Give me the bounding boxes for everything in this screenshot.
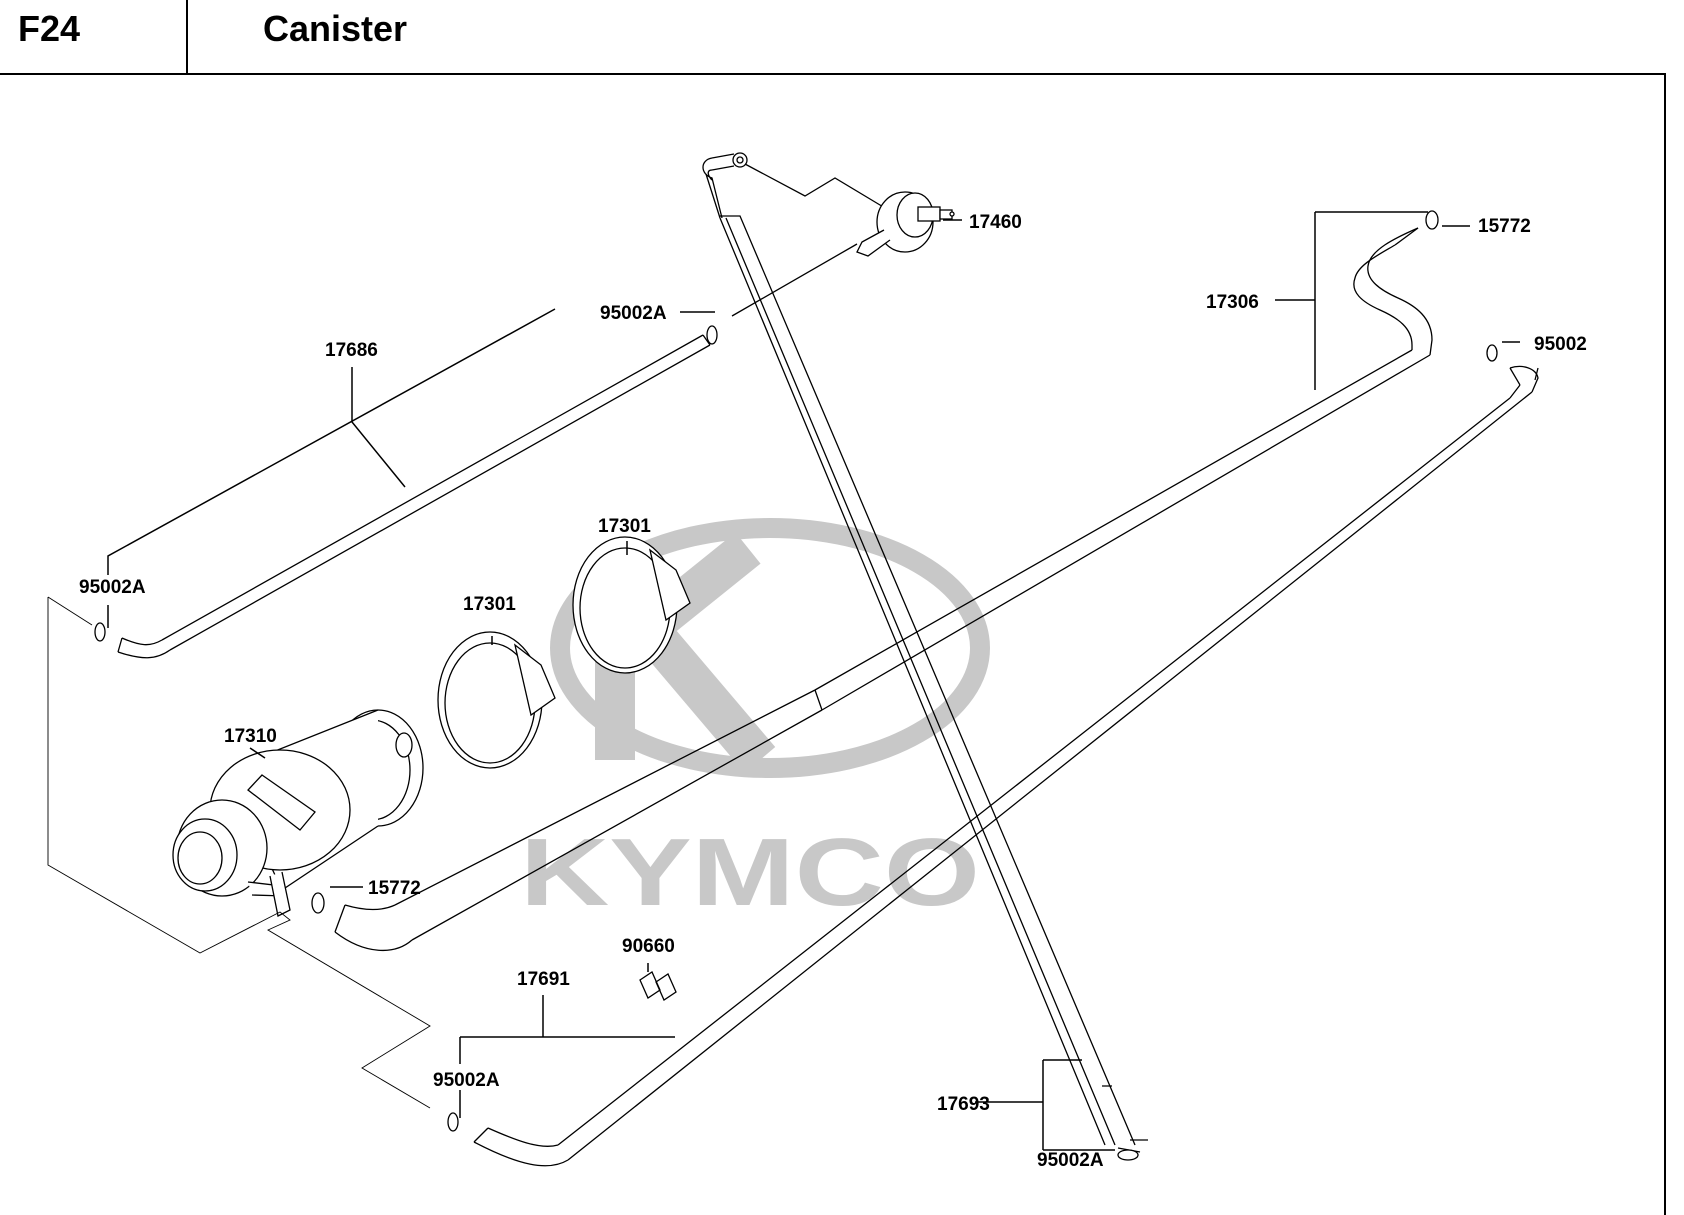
header-rule	[0, 73, 1665, 75]
label-15772-low: 15772	[368, 878, 421, 899]
label-17310: 17310	[224, 726, 277, 747]
kymco-watermark: KYMCO	[520, 518, 990, 926]
page-title: Canister	[263, 8, 408, 49]
label-17693: 17693	[937, 1094, 990, 1115]
label-17301-front: 17301	[463, 594, 516, 615]
header-divider	[186, 0, 188, 74]
label-17460: 17460	[969, 212, 1022, 233]
label-17301-back: 17301	[598, 516, 651, 537]
band-17301-front	[437, 631, 556, 769]
leader-lines	[107, 211, 1520, 1151]
title-bar: F24 Canister	[0, 0, 1684, 75]
canister-17310	[172, 709, 424, 917]
label-17306: 17306	[1206, 292, 1259, 313]
label-95002-right: 95002	[1534, 334, 1587, 355]
watermark-text: KYMCO	[520, 819, 980, 926]
assembly-lines	[47, 596, 431, 1109]
hose-17693	[702, 152, 1148, 1153]
hose-17686	[117, 334, 711, 659]
label-95002a-left: 95002A	[79, 577, 146, 598]
label-95002a-bottom-right: 95002A	[1037, 1150, 1104, 1171]
frame-border	[1664, 73, 1666, 1215]
label-90660: 90660	[622, 936, 675, 957]
section-code: F24	[18, 8, 81, 49]
label-15772-top: 15772	[1478, 216, 1531, 237]
hose-17691	[473, 365, 1539, 1167]
band-17301-back	[572, 536, 691, 674]
valve-17460	[731, 163, 955, 317]
label-95002a-bottom: 95002A	[433, 1070, 500, 1091]
label-17686: 17686	[325, 340, 378, 361]
hose-17306	[334, 227, 1433, 951]
clip-icon	[94, 210, 1498, 1161]
part-labels: 17460 15772 95002A 17686 17306 95002 950…	[79, 212, 1587, 1171]
label-95002a-top: 95002A	[600, 303, 667, 324]
label-17691: 17691	[517, 969, 570, 990]
